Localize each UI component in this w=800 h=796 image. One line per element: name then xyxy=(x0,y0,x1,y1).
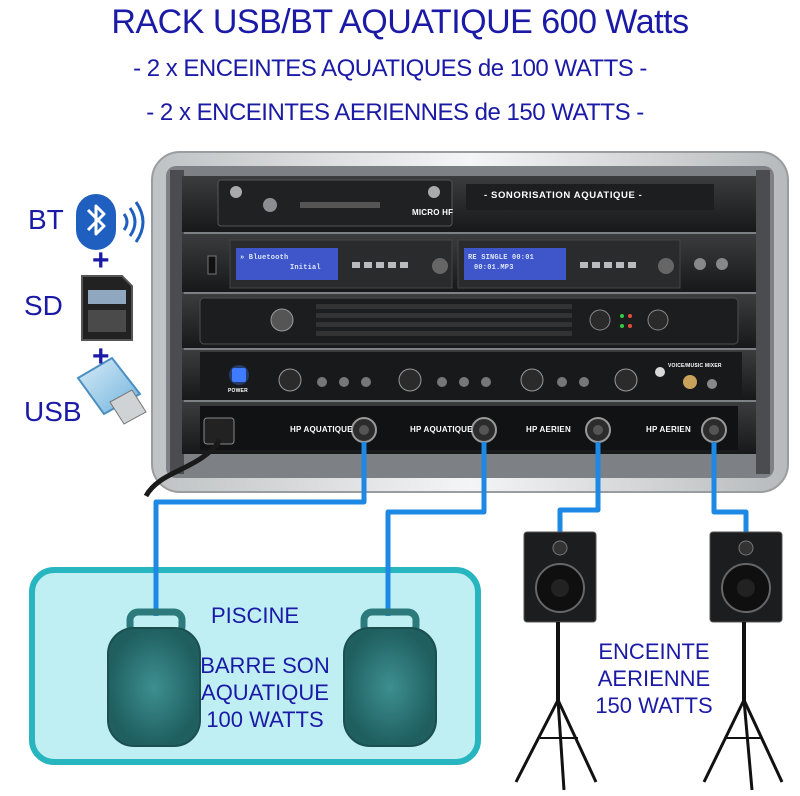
power-label: POWER xyxy=(228,388,248,394)
usb-label: USB xyxy=(24,396,82,427)
speakon-jack xyxy=(585,417,611,443)
player-2-display-line1: RE SINGLE 00:01 xyxy=(468,254,535,262)
subtitle-aquatic: - 2 x ENCEINTES AQUATIQUES de 100 WATTS … xyxy=(133,55,647,82)
rack-unit-mixer xyxy=(182,350,756,400)
player-1-display-line2: Initial xyxy=(290,264,321,272)
mixer-label: VOICE/MUSIC MIXER xyxy=(668,363,722,369)
speakon-jack xyxy=(351,417,377,443)
aerial-speaker-left xyxy=(514,531,598,791)
aerial-line2: AERIENNE xyxy=(597,666,711,691)
aerial-line1: ENCEINTE xyxy=(598,639,710,664)
aquatic-speaker-right xyxy=(343,608,437,747)
bt-label: BT xyxy=(28,204,64,235)
sd-card-icon xyxy=(81,275,133,341)
speaker-cables xyxy=(153,442,749,616)
speakon-jack xyxy=(701,417,727,443)
pool-line2: AQUATIQUE xyxy=(201,680,329,705)
rack-banner: - SONORISATION AQUATIQUE - xyxy=(484,190,643,201)
aquatic-speaker-left xyxy=(107,608,201,747)
speakon-jack xyxy=(471,417,497,443)
output-label: HP AQUATIQUE xyxy=(290,425,353,434)
micro-hf-label: MICRO HF xyxy=(412,208,454,217)
rack-unit-dual-player xyxy=(182,234,756,292)
output-label: HP AQUATIQUE xyxy=(410,425,473,434)
output-label: HP AERIEN xyxy=(526,425,571,434)
output-label: HP AERIEN xyxy=(646,425,691,434)
bluetooth-icon xyxy=(76,194,145,250)
pool-name: PISCINE xyxy=(210,603,300,628)
page-title: RACK USB/BT AQUATIQUE 600 Watts xyxy=(111,3,689,41)
player-1-display-line1: » Bluetooth xyxy=(240,254,289,262)
aerial-speaker-right xyxy=(702,531,784,791)
rack-unit-wireless-mic xyxy=(182,176,756,232)
aerial-line3: 150 WATTS xyxy=(595,693,713,718)
subtitle-aerial: - 2 x ENCEINTES AERIENNES de 150 WATTS - xyxy=(146,99,644,126)
pool-line1: BARRE SON xyxy=(200,653,330,678)
pool-line3: 100 WATTS xyxy=(206,707,324,732)
power-cable xyxy=(143,438,223,498)
rack-unit-amplifier xyxy=(182,294,756,348)
sd-label: SD xyxy=(24,290,63,321)
player-2-display-line2: 00:01.MP3 xyxy=(474,264,514,272)
usb-drive-icon xyxy=(76,356,147,425)
rack-unit-outputs xyxy=(182,402,756,454)
plus-sign: + xyxy=(92,340,110,373)
plus-sign: + xyxy=(92,244,110,277)
